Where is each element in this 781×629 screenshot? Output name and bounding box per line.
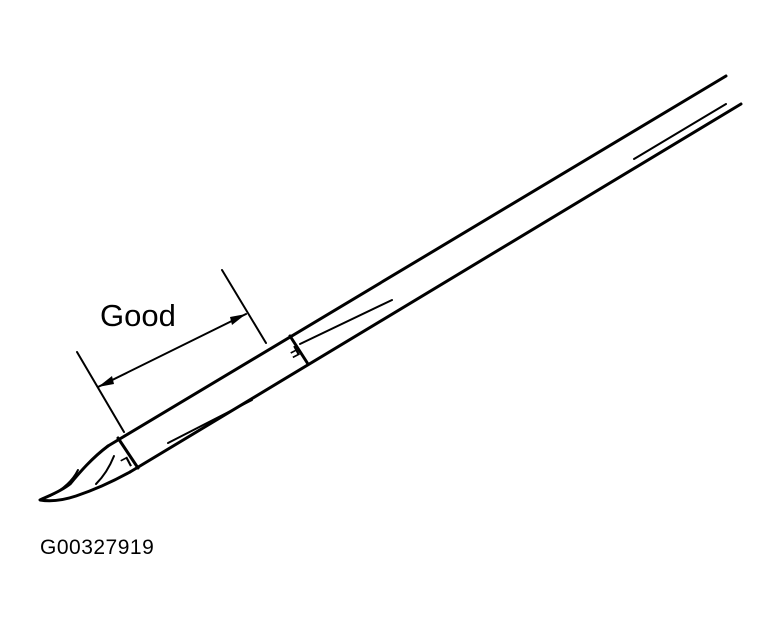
good-range-label: Good bbox=[100, 298, 176, 333]
dipstick-upper-edge bbox=[106, 74, 728, 448]
dipstick-tip-curve bbox=[95, 455, 115, 485]
extension-line-full bbox=[221, 269, 267, 344]
dimension-arrow-right bbox=[230, 314, 246, 325]
dipstick-lower-edge bbox=[128, 102, 743, 474]
dipstick-tip-inner bbox=[49, 469, 79, 497]
dipstick-tip bbox=[38, 444, 132, 503]
extension-line-low bbox=[76, 351, 125, 433]
dimension-arrow-left bbox=[98, 376, 114, 387]
dipstick-shading bbox=[299, 299, 393, 345]
dipstick-shading-lower bbox=[167, 399, 253, 444]
figure-id-label: G00327919 bbox=[40, 536, 155, 559]
full-mark-notch bbox=[288, 334, 310, 366]
low-mark-label: L bbox=[118, 452, 134, 471]
dipstick-highlight bbox=[633, 103, 727, 160]
low-mark-notch bbox=[116, 436, 140, 470]
good-range-dimension-line bbox=[97, 313, 247, 388]
